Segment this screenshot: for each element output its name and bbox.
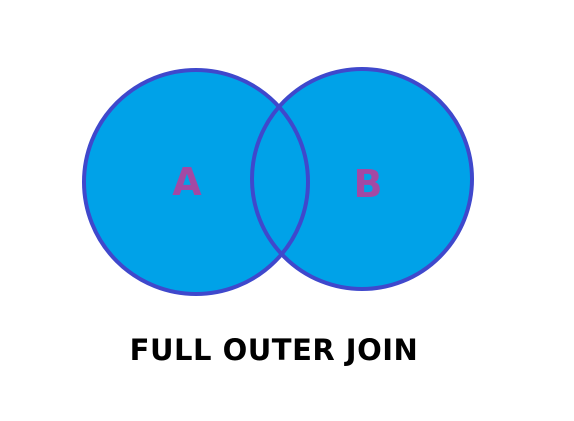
set-b-outline bbox=[250, 67, 474, 291]
set-a-label: A bbox=[172, 160, 202, 204]
set-a-outline bbox=[82, 68, 310, 296]
set-b-circle bbox=[252, 69, 472, 289]
set-b-label: B bbox=[354, 162, 383, 206]
diagram-caption: FULL OUTER JOIN bbox=[129, 333, 419, 367]
set-a-circle bbox=[84, 70, 308, 294]
